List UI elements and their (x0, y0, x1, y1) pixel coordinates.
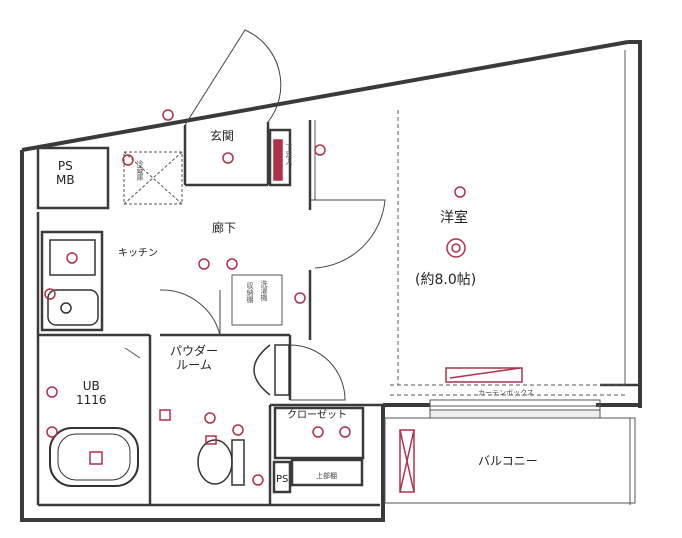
ub-size-label: 1116 (76, 392, 107, 407)
powder-room-label: パウダー ルーム (170, 344, 219, 373)
western-room-label: 洋室 (440, 210, 468, 226)
unit-bath-label: UB 1116 (76, 379, 107, 408)
balcony-label: バルコニー (478, 454, 538, 468)
wash-basin (253, 344, 290, 396)
mb-label: MB (56, 172, 75, 187)
ps-label: PS (57, 159, 73, 173)
drain-icon (89, 451, 103, 465)
powder-room-line2: ルーム (176, 357, 212, 372)
toilet (197, 439, 245, 486)
entrance-label: 玄関 (210, 129, 235, 143)
washer-label: 洗濯機 (260, 280, 269, 301)
interior-wall (36, 120, 640, 507)
kitchen-sink (47, 239, 99, 326)
linen-label: 収納棚 (246, 282, 255, 303)
ceiling-light-icon (222, 152, 234, 164)
outlet-icon (339, 426, 351, 438)
kitchen-label: キッチン (118, 248, 158, 259)
exterior-wall (20, 40, 642, 522)
outlet-icon (252, 474, 264, 486)
outlet-icon (232, 424, 244, 436)
electrical-symbols (44, 109, 523, 493)
ceiling-light-icon (446, 238, 466, 258)
door-swings (159, 29, 386, 401)
smoke-detector-icon (454, 186, 466, 198)
outlet-icon (122, 154, 134, 166)
ps-mb-label: PS MB (56, 159, 75, 188)
outlet-icon (44, 288, 56, 300)
outlet-icon (226, 258, 238, 270)
ceiling-light-icon (204, 412, 216, 424)
upper-shelf-label: 上部棚 (316, 472, 337, 480)
western-room-size: (約8.0帖) (415, 272, 477, 288)
outlet-icon (46, 426, 58, 438)
outlet-icon (46, 386, 58, 398)
curtain-box-label: カーテンボックス (478, 389, 534, 397)
corridor-label: 廊下 (212, 221, 237, 235)
fridge-label: 冷蔵庫 (136, 160, 145, 181)
ub-label: UB (82, 379, 100, 393)
powder-room-line1: パウダー (170, 344, 219, 358)
outlet-icon (314, 144, 326, 156)
ps-label-small: PS (276, 474, 289, 485)
ceiling-light-icon (198, 258, 210, 270)
closet-label: クローゼット (287, 410, 347, 421)
outlet-icon (66, 252, 78, 264)
shoe-box-label: 下足入 (285, 144, 294, 165)
outlet-icon (162, 109, 174, 121)
bathtub (49, 427, 139, 487)
ceiling-light-icon (312, 426, 324, 438)
outlet-icon (294, 292, 306, 304)
